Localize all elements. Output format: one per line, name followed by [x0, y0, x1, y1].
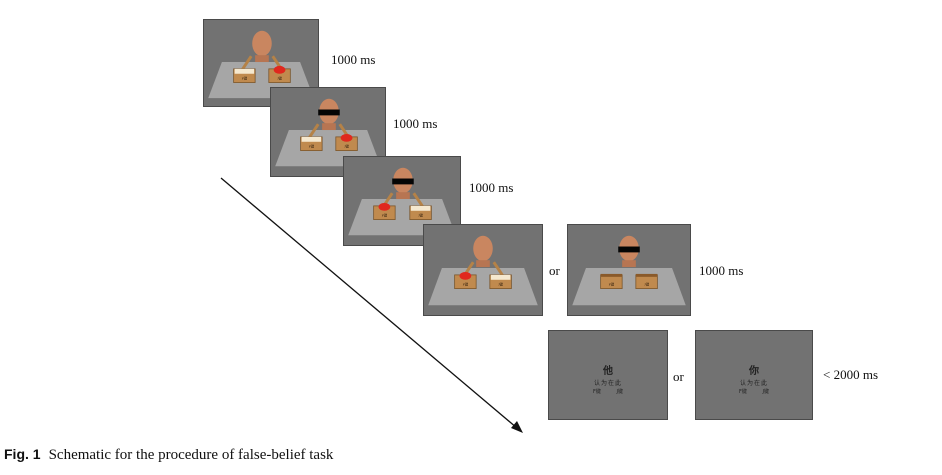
scene-4a-frame: F键 J键 [423, 224, 543, 316]
blindfold-icon [618, 246, 640, 253]
box-right-label: J键 [277, 76, 282, 81]
box-left-open [234, 68, 255, 74]
box-right-open [490, 274, 511, 280]
key-f-right: F键 [739, 389, 747, 395]
key-f-left: F键 [593, 389, 601, 395]
or-connector-response: or [673, 369, 684, 384]
key-j-left: J键 [616, 389, 623, 395]
box-right-open [410, 205, 431, 211]
box-left-label: F键 [609, 282, 615, 287]
timing-label-3: 1000 ms [469, 180, 514, 195]
arm-left [240, 55, 253, 72]
blindfold-icon [392, 178, 414, 185]
pronoun-he: 他 [603, 366, 613, 377]
box-right-label: J键 [418, 213, 423, 218]
box-left-label: F键 [382, 213, 388, 218]
apple-icon [340, 133, 353, 142]
apple-icon [378, 202, 391, 211]
neck [622, 260, 636, 268]
box-left-label: F键 [309, 144, 315, 149]
timing-label-1: 1000 ms [331, 52, 376, 67]
arm-right [492, 261, 505, 278]
arm-left [307, 123, 320, 140]
box-right-label: J键 [644, 282, 649, 287]
scene-4b-frame: F键 J键 [567, 224, 691, 316]
apple-icon [459, 271, 472, 280]
key-options-right: F键 J键 [696, 388, 812, 395]
scene-4b-illustration: F键 J键 [572, 235, 686, 306]
neck [396, 192, 410, 200]
face-icon [473, 235, 493, 262]
pronoun-you: 你 [749, 366, 759, 377]
box-left-label: F键 [463, 282, 469, 287]
response-screen-right: 你 认为在此 F键 J键 [695, 330, 813, 420]
figure-caption: Fig. 1 Schematic for the procedure of fal… [4, 446, 333, 464]
neck [476, 260, 490, 268]
apple-icon [273, 65, 286, 74]
arm-right [412, 192, 425, 209]
box-right-lid [635, 273, 658, 277]
figure-label: Fig. 1 [4, 446, 41, 462]
box-left-lid [600, 273, 623, 277]
or-connector-outcome: or [549, 263, 560, 278]
timing-label-response: < 2000 ms [823, 367, 879, 382]
neck [255, 55, 269, 63]
key-options-left: F键 J键 [549, 388, 667, 395]
timing-label-4: 1000 ms [699, 263, 744, 278]
scene-1-frame: F键 J键 [203, 19, 319, 107]
key-j-right: J键 [762, 389, 769, 395]
response-screen-left: 他 认为在此 F键 J键 [548, 330, 668, 420]
scene-4a-illustration: F键 J键 [428, 235, 538, 306]
face-icon [252, 30, 272, 57]
box-right-label: J键 [344, 144, 349, 149]
box-left-open [301, 136, 322, 142]
phrase-left: 认为在此 [593, 380, 622, 387]
figure-caption-text: Schematic for the procedure of false-bel… [48, 447, 334, 463]
box-left-label: F键 [242, 76, 248, 81]
timing-label-2: 1000 ms [393, 116, 438, 131]
neck [322, 123, 336, 131]
phrase-right: 认为在此 [739, 380, 768, 387]
blindfold-icon [318, 109, 340, 116]
box-right-label: J键 [498, 282, 503, 287]
